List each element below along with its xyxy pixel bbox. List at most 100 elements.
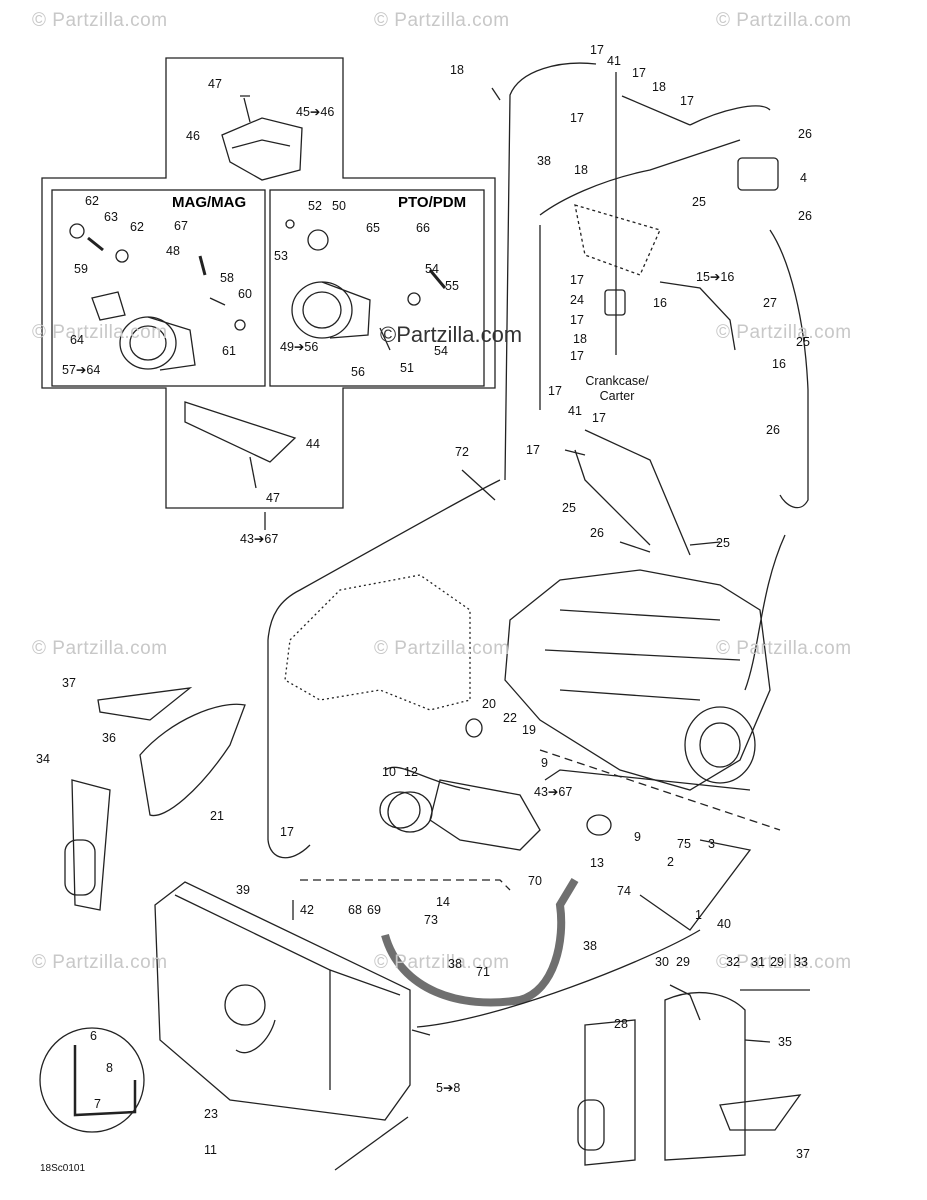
callout-10: 10 xyxy=(382,765,396,779)
callout-9: 9 xyxy=(634,830,641,844)
callout-35: 35 xyxy=(778,1035,792,1049)
callout-68: 68 xyxy=(348,903,362,917)
callout-59: 59 xyxy=(74,262,88,276)
callout-42: 42 xyxy=(300,903,314,917)
callout-7: 7 xyxy=(94,1097,101,1111)
callout-17: 17 xyxy=(680,94,694,108)
center-watermark: ©Partzilla.com xyxy=(380,322,523,347)
callout-63: 63 xyxy=(104,210,118,224)
callout-25: 25 xyxy=(716,536,730,550)
callout-36: 36 xyxy=(102,731,116,745)
mag-panel-frame xyxy=(51,189,266,387)
callout-37: 37 xyxy=(796,1147,810,1161)
callout-22: 22 xyxy=(503,711,517,725)
watermark: © Partzilla.com xyxy=(716,10,852,31)
callout-24: 24 xyxy=(570,293,584,307)
pto-panel-frame xyxy=(269,189,485,387)
callout-17: 17 xyxy=(592,411,606,425)
callout-6: 6 xyxy=(90,1029,97,1043)
callout-18: 18 xyxy=(652,80,666,94)
callout-45-46: 45➔46 xyxy=(296,105,335,119)
callout-66: 66 xyxy=(416,221,430,235)
callout-11: 11 xyxy=(204,1143,217,1157)
callout-41: 41 xyxy=(568,404,582,418)
callout-38: 38 xyxy=(537,154,551,168)
callout-5-8: 5➔8 xyxy=(436,1081,461,1095)
callout-12: 12 xyxy=(404,765,418,779)
callout-38: 38 xyxy=(583,939,597,953)
vent-hose xyxy=(504,62,597,481)
throttle-body-frame xyxy=(41,57,496,509)
callout-75: 75 xyxy=(677,837,691,851)
callout-15-16: 15➔16 xyxy=(696,270,735,284)
callout-50: 50 xyxy=(332,199,346,213)
engine-part xyxy=(504,569,771,791)
callout-70: 70 xyxy=(528,874,542,888)
watermark: © Partzilla.com xyxy=(32,322,168,343)
watermark: © Partzilla.com xyxy=(374,10,510,31)
callout-14: 14 xyxy=(436,895,450,909)
callout-41: 41 xyxy=(607,54,621,68)
callout-16: 16 xyxy=(772,357,786,371)
callout-65: 65 xyxy=(366,221,380,235)
callout-4: 4 xyxy=(800,171,807,185)
callout-34: 34 xyxy=(36,752,50,766)
callout-17: 17 xyxy=(548,384,562,398)
callout-62: 62 xyxy=(130,220,144,234)
callout-37: 37 xyxy=(62,676,76,690)
callout-17: 17 xyxy=(570,313,584,327)
callout-17: 17 xyxy=(280,825,294,839)
callout-31: 31 xyxy=(751,955,765,969)
callout-69: 69 xyxy=(367,903,381,917)
mag-panel-title: MAG/MAG xyxy=(172,194,247,211)
callout-58: 58 xyxy=(220,271,234,285)
callout-21: 21 xyxy=(210,809,224,823)
watermark: © Partzilla.com xyxy=(374,952,510,973)
callout-52: 52 xyxy=(308,199,322,213)
callout-38: 38 xyxy=(448,957,462,971)
air-box xyxy=(154,881,411,1121)
callout-51: 51 xyxy=(400,361,414,375)
callout-26: 26 xyxy=(798,127,812,141)
callout-17: 17 xyxy=(570,349,584,363)
callout-49-56: 49➔56 xyxy=(280,340,319,354)
callout-74: 74 xyxy=(617,884,631,898)
callout-18: 18 xyxy=(450,63,464,77)
callout-73: 73 xyxy=(424,913,438,927)
callout-67: 67 xyxy=(174,219,188,233)
callout-17: 17 xyxy=(526,443,540,457)
callout-64: 64 xyxy=(70,333,84,347)
callout-43-67: 43➔67 xyxy=(240,532,279,546)
pto-panel-title: PTO/PDM xyxy=(398,194,467,211)
callout-8: 8 xyxy=(106,1061,113,1075)
callout-40: 40 xyxy=(717,917,731,931)
callout-9: 9 xyxy=(541,756,548,770)
callout-27: 27 xyxy=(763,296,777,310)
callout-33: 33 xyxy=(794,955,808,969)
bracket-part xyxy=(221,117,303,181)
callout-54: 54 xyxy=(425,262,439,276)
callout-32: 32 xyxy=(726,955,740,969)
callout-1: 1 xyxy=(695,908,702,922)
callout-20: 20 xyxy=(482,697,496,711)
callout-17: 17 xyxy=(590,43,604,57)
callout-29: 29 xyxy=(676,955,690,969)
callout-43-67: 43➔67 xyxy=(534,785,573,799)
callout-3: 3 xyxy=(708,837,715,851)
watermark: © Partzilla.com xyxy=(32,952,168,973)
callout-26: 26 xyxy=(798,209,812,223)
callout-54: 54 xyxy=(434,344,448,358)
callout-46: 46 xyxy=(186,129,200,143)
callout-26: 26 xyxy=(590,526,604,540)
callout-55: 55 xyxy=(445,279,459,293)
callout-71: 71 xyxy=(476,965,490,979)
bolt-part xyxy=(240,95,251,123)
crankcase-note-line: Crankcase/ xyxy=(585,374,649,388)
callout-25: 25 xyxy=(796,335,810,349)
callout-23: 23 xyxy=(204,1107,218,1121)
callout-57-64: 57➔64 xyxy=(62,363,101,377)
callout-16: 16 xyxy=(653,296,667,310)
solenoid-part xyxy=(737,157,779,191)
image-code: 18Sc0101 xyxy=(40,1163,86,1174)
